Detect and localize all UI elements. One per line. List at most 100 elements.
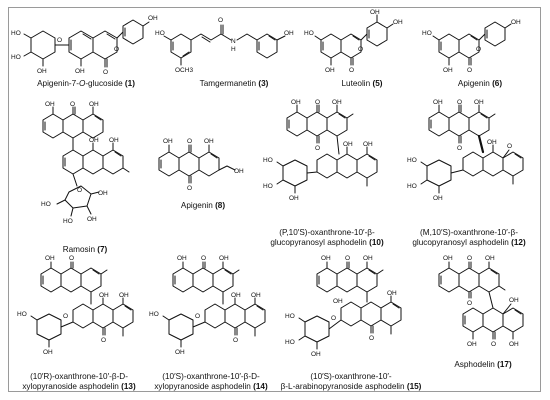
atom-ho: HO — [155, 30, 165, 37]
atom-oh: OH — [370, 9, 380, 16]
atom-oh: OH — [289, 195, 299, 202]
compound-13-structure: OH O OH OH O HO OH O — [17, 255, 134, 356]
compound-3-caption: Tamgermanetin (3) — [199, 79, 269, 88]
atom-o: O — [369, 335, 374, 342]
atom-o: O — [57, 37, 62, 44]
compound-17-caption: Asphodelin (17) — [454, 360, 512, 369]
atom-ho: HO — [285, 339, 295, 346]
compound-5-caption: Luteolin (5) — [341, 79, 383, 88]
atom-oh: OH — [443, 255, 453, 262]
atom-ho: HO — [11, 54, 21, 61]
atom-o: O — [77, 187, 82, 194]
compound-12-caption: (M,10′S)-oxanthrone-10′-β- glucopyranosy… — [412, 228, 526, 247]
atom-oh: OH — [393, 19, 403, 26]
atom-o: O — [187, 185, 192, 192]
atom-oh: OH — [231, 292, 241, 299]
compound-14-panel: OH O OH OH OH O HO OH O (10′S)-oxanthron… — [147, 255, 275, 391]
compound-6-panel: OH O O OH HO Apigenin (6) — [421, 10, 539, 94]
atom-o: O — [331, 315, 336, 322]
compound-13-caption: (10′R)-oxanthrone-10′-β-D- xylopyranosid… — [22, 372, 136, 391]
atom-oh: OH — [45, 101, 55, 108]
atom-o: O — [491, 341, 496, 348]
atom-oh: OH — [175, 349, 185, 356]
atom-o: O — [467, 67, 472, 74]
atom-o: O — [195, 313, 200, 320]
atom-oh: OH — [204, 138, 214, 145]
atom-ho: HO — [407, 157, 417, 164]
atom-oh: OH — [284, 30, 294, 37]
atom-o: O — [358, 46, 363, 53]
atom-oh: OH — [363, 141, 373, 148]
compound-5-panel: OH OH O O OH HO Luteolin (5) — [304, 9, 417, 94]
atom-o: O — [201, 255, 206, 262]
atom-ho: HO — [304, 30, 314, 37]
atom-o: O — [70, 101, 75, 108]
compound-14-structure: OH O OH OH OH O HO OH O — [149, 255, 266, 356]
atom-oh: OH — [487, 139, 497, 146]
atom-oh: OH — [45, 255, 55, 262]
atom-oh: OH — [321, 255, 331, 262]
atom-o: O — [63, 313, 68, 320]
compound-8-structure: OH O OH O OH — [158, 138, 244, 192]
atom-ho: HO — [422, 30, 432, 37]
compound-12-panel: OH O OH O OH O HO HO OH (M,10′S)-oxanthr… — [399, 99, 539, 260]
compound-1-caption: Apigenin-7-O-glucoside (1) — [37, 79, 135, 88]
atom-oh: OH — [89, 101, 99, 108]
atom-ho: HO — [149, 311, 159, 318]
compound-3-panel: O N H OH OCH3 HO Tamgermanetin (3) — [155, 10, 309, 94]
compound-6-structure: OH O O OH HO — [422, 19, 521, 74]
atom-oh: OH — [474, 99, 484, 106]
compound-8-caption: Apigenin (8) — [180, 201, 226, 210]
compound-8-panel: OH O OH O OH Apigenin (8) — [149, 100, 257, 260]
compound-7-structure: OH O OH OH OH OH HO HO OH O — [41, 101, 130, 225]
atom-o: O — [114, 46, 119, 53]
compound-13-panel: OH O OH OH O HO OH O (10′R)-oxanthrone-1… — [15, 255, 143, 391]
compound-10-caption: (P,10′S)-oxanthrone-10′-β- glucopyranosy… — [270, 228, 384, 247]
atom-oh: OH — [443, 67, 453, 74]
atom-o: O — [345, 255, 350, 262]
compound-15-structure: OH O OH OH OH O HO HO OH O — [285, 255, 402, 358]
atom-o: O — [507, 143, 512, 150]
atom-o: O — [457, 99, 462, 106]
atom-oh: OH — [433, 195, 443, 202]
compound-14-caption: (10′S)-oxanthrone-10′-β-D- xylopyranosid… — [154, 372, 268, 391]
atom-ho: HO — [263, 183, 273, 190]
compound-15-panel: OH O OH OH OH O HO HO OH O (10′S)-oxanth… — [277, 255, 425, 391]
atom-ho: HO — [63, 218, 73, 225]
atom-oh: OH — [325, 67, 335, 74]
atom-ho: HO — [41, 201, 51, 208]
atom-oh: OH — [343, 141, 353, 148]
compound-10-structure: OH O OH O OH OH HO HO OH — [263, 99, 378, 202]
atom-ho: HO — [407, 183, 417, 190]
atom-oh: OH — [119, 292, 129, 299]
atom-oh: OH — [363, 255, 373, 262]
atom-oh: OH — [219, 255, 229, 262]
atom-o: O — [349, 67, 354, 74]
atom-o: O — [233, 337, 238, 344]
compound-1-panel: OH O O O OH OH HO HO Apigenin-7-O-glucos… — [11, 10, 161, 94]
atom-oh: OH — [467, 341, 477, 348]
atom-oh: OH — [387, 290, 397, 297]
atom-o: O — [103, 69, 108, 76]
atom-oh: OH — [251, 292, 261, 299]
compound-7-caption: Ramosin (7) — [62, 245, 108, 254]
atom-oh: OH — [485, 255, 495, 262]
atom-oh: OH — [433, 99, 443, 106]
atom-o: O — [218, 17, 223, 24]
atom-o: O — [315, 145, 320, 152]
atom-o: O — [315, 99, 320, 106]
atom-oh: OH — [311, 351, 321, 358]
atom-oh: OH — [37, 68, 47, 75]
atom-oh: OH — [291, 99, 301, 106]
atom-ho: HO — [11, 30, 21, 37]
compound-12-structure: OH O OH O OH O HO HO OH — [407, 99, 524, 202]
atom-oh: OH — [109, 137, 119, 144]
atom-oh: OH — [234, 168, 244, 175]
atom-oh: OH — [177, 255, 187, 262]
compound-structures-figure: OH O O O OH OH HO HO Apigenin-7-O-glucos… — [8, 7, 541, 392]
compound-5-structure: OH OH O O OH HO — [304, 9, 403, 74]
compound-3-structure: O N H OH OCH3 HO — [155, 17, 294, 74]
atom-oh: OH — [332, 99, 342, 106]
atom-ho: HO — [17, 311, 27, 318]
compound-17-structure: OH O OH O OH OH O OH — [438, 255, 524, 348]
